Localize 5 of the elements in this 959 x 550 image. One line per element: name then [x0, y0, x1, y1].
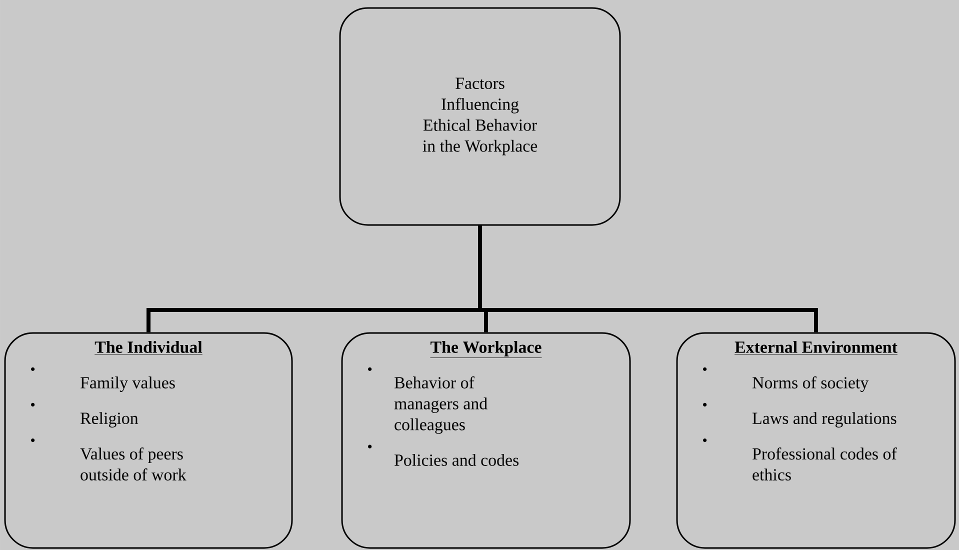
category-box: The Workplace Behavior of managers and colleagues Policies and codes: [341, 332, 631, 549]
category-box: External Environment Norms of society Laws and regulations Professional codes of ethics: [676, 332, 956, 549]
connector-line: [478, 226, 818, 332]
topic-box: Factors Influencing Ethical Behavior in the Workplace: [339, 7, 621, 226]
category-box: The Individual Family values Religion Values of peers outside of work: [4, 332, 293, 549]
